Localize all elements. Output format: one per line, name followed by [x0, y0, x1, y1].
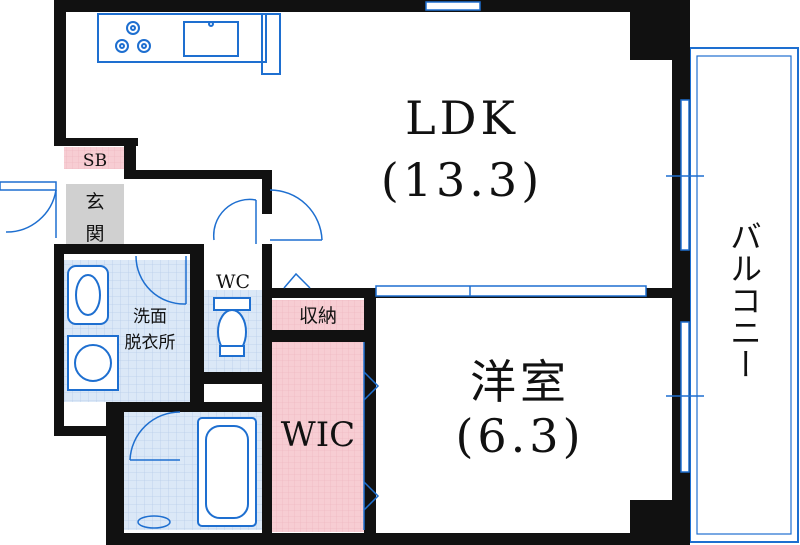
ldk-size: (13.3)	[381, 153, 543, 207]
entrance-label-1: 玄	[85, 191, 104, 213]
washroom-label-2: 脱衣所	[125, 333, 176, 353]
shower-icon	[137, 515, 171, 529]
shoebox-floor	[64, 147, 124, 169]
entrance-door	[0, 181, 57, 238]
shoebox-label: SB	[83, 151, 107, 171]
balcony-label: バルコニー	[725, 220, 763, 380]
walls	[54, 0, 690, 545]
doors	[129, 189, 380, 530]
washroom-fixtures	[67, 265, 119, 391]
wc-label: WC	[216, 271, 250, 293]
storage-label: 収納	[299, 305, 337, 327]
windows	[375, 1, 704, 473]
bathtub-icon	[197, 417, 257, 527]
washroom-label-1: 洗面	[133, 307, 167, 327]
bedroom-name: 洋室	[470, 355, 570, 409]
entrance-label-2: 関	[85, 223, 104, 245]
wic-floor	[272, 342, 364, 532]
ldk-name: LDK	[405, 91, 519, 145]
wic-label: WIC	[281, 415, 355, 455]
toilet-icon	[213, 297, 251, 357]
storage-floor	[272, 300, 364, 330]
kitchen-counter	[97, 13, 281, 75]
entrance-floor	[66, 184, 124, 246]
sink-icon	[183, 21, 239, 57]
bedroom-size: (6.3)	[455, 409, 584, 463]
stove-icon	[115, 21, 151, 53]
